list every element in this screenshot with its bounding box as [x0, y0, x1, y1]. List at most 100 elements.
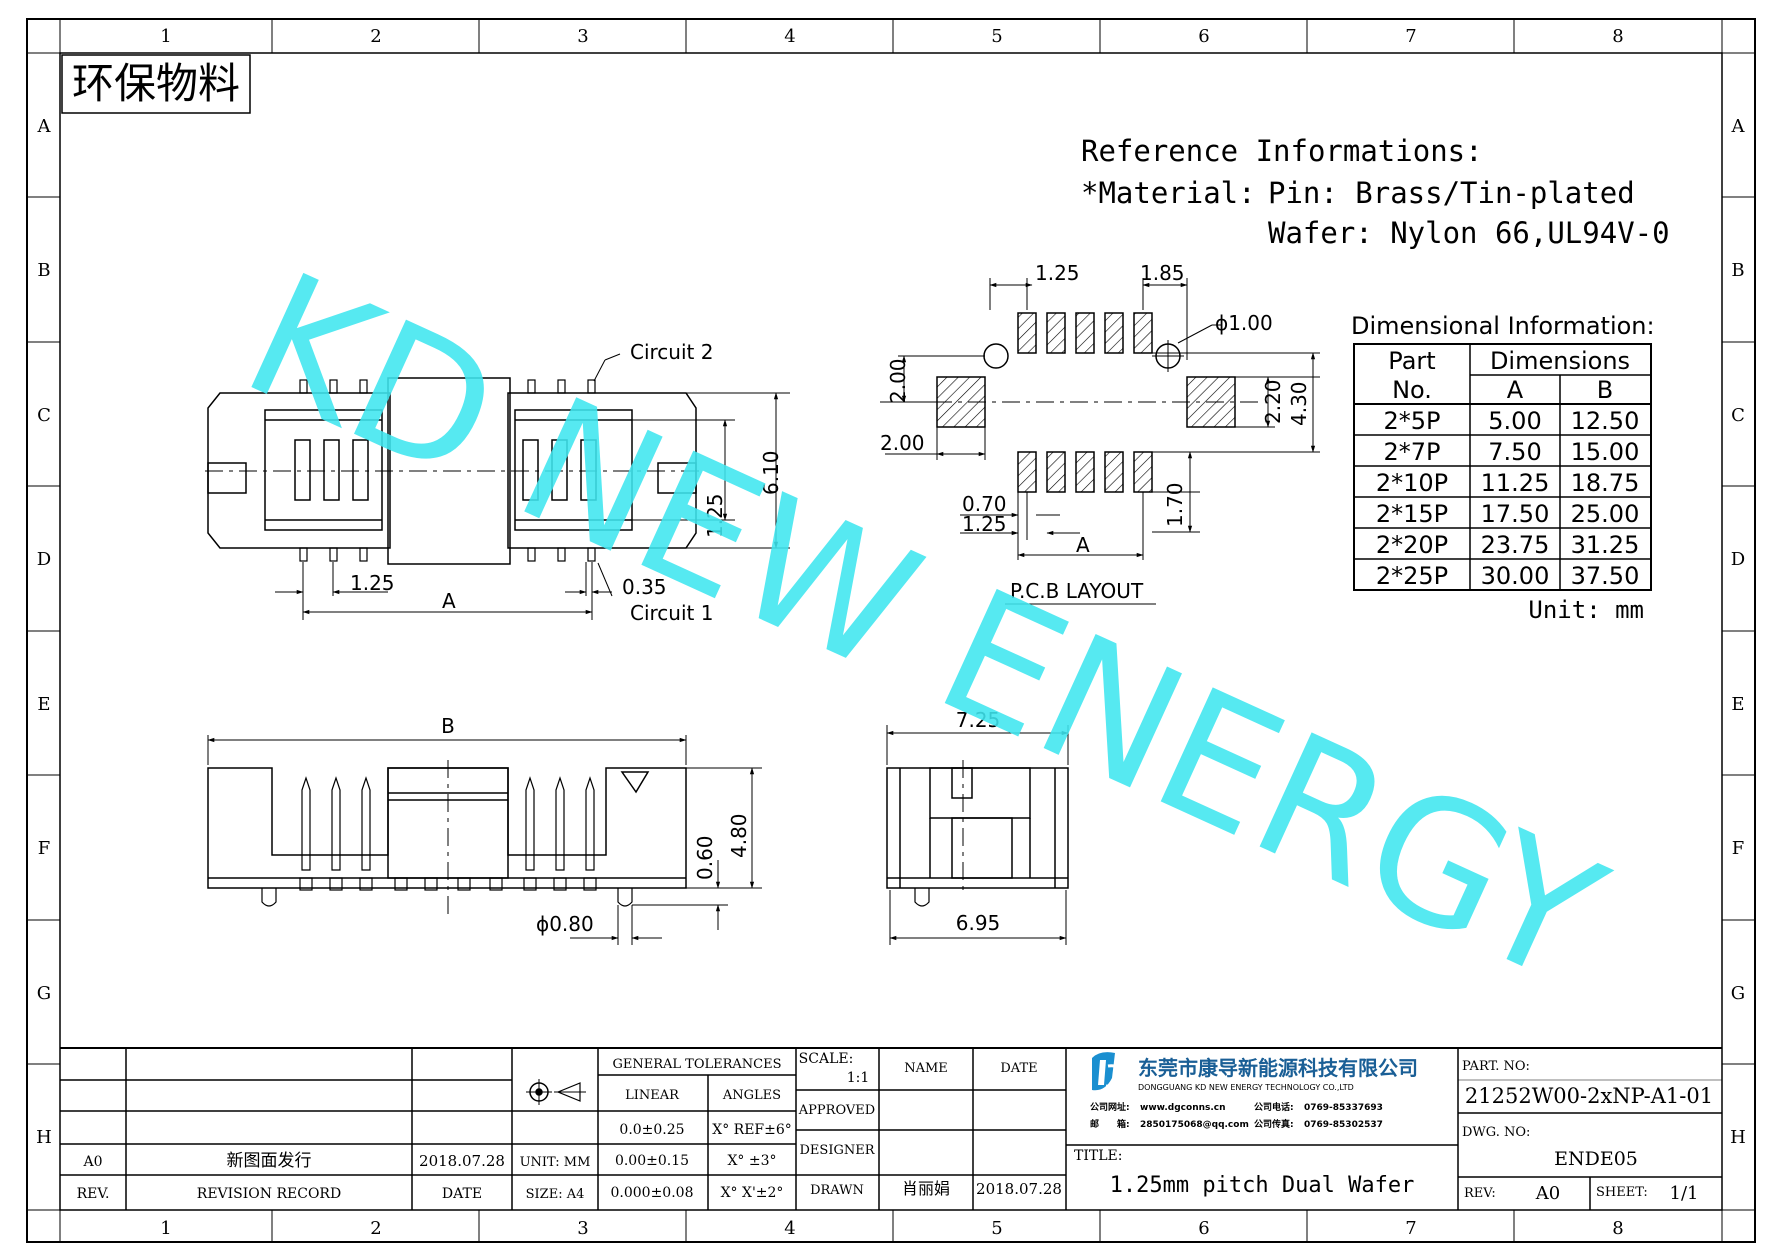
company-website: www.dgconns.cn: [1140, 1103, 1226, 1113]
side-dim-6-95: 6.95: [956, 911, 1001, 935]
date-label: DATE: [442, 1186, 482, 1202]
dim-table-header-part: Part: [1388, 347, 1435, 375]
pcb-dim-1-85: 1.85: [1140, 261, 1185, 285]
dim-table-part: 2*15P: [1376, 500, 1448, 528]
tolerance-linear-2: 0.00±0.15: [615, 1153, 689, 1169]
tolerance-angle-3: X° X'±2°: [721, 1185, 784, 1201]
col-label-5-bottom: 5: [991, 1218, 1002, 1239]
tolerance-angle-2: X° ±3°: [727, 1153, 776, 1169]
row-label-g: G: [37, 983, 51, 1004]
revision-record-label: REVISION RECORD: [197, 1186, 341, 1202]
row-label-b: B: [37, 260, 50, 281]
dim-table-part: 2*5P: [1383, 407, 1440, 435]
linear-label: LINEAR: [625, 1088, 680, 1103]
dim-table-header-no: No.: [1392, 376, 1432, 404]
side-view: [886, 760, 1069, 907]
mail-label: 邮 箱:: [1090, 1118, 1130, 1130]
pcb-dim-2-20: 2.20: [1261, 379, 1285, 424]
drawing-title: 1.25mm pitch Dual Wafer: [1110, 1173, 1415, 1198]
side-view-dims: [886, 725, 1069, 945]
top-view: [205, 377, 700, 565]
sheet-value: 1/1: [1670, 1183, 1699, 1204]
revision-value: A0: [1535, 1183, 1560, 1204]
web-label: 公司网址:: [1090, 1101, 1130, 1113]
pcb-dim-0-70: 0.70: [962, 492, 1007, 516]
col-label-4-bottom: 4: [784, 1218, 795, 1239]
front-dim-4-80: 4.80: [727, 813, 751, 858]
material-wafer: Wafer: Nylon 66,UL94V-0: [1268, 216, 1670, 250]
company-name-cn: 东莞市康导新能源科技有限公司: [1138, 1056, 1418, 1080]
drawn-by-name: 肖丽娟: [902, 1179, 950, 1198]
dim-table-a: 5.00: [1488, 407, 1541, 435]
dim-table-a: 17.50: [1481, 500, 1550, 528]
front-dim-hole: ϕ0.80: [536, 912, 594, 936]
col-label-2-bottom: 2: [370, 1218, 381, 1239]
dim-pitch-1-25: 1.25: [350, 571, 395, 595]
dim-table: [1353, 343, 1652, 591]
unit-mm: UNIT: MM: [520, 1155, 591, 1170]
stamp-box: [61, 54, 251, 114]
dim-table-b: 31.25: [1571, 531, 1640, 559]
fax-label: 公司传真:: [1254, 1118, 1294, 1130]
dwg-no-label: DWG. NO:: [1462, 1125, 1530, 1140]
rev-label-title: REV:: [1464, 1186, 1496, 1201]
col-label-6: 6: [1198, 26, 1209, 47]
drawn-label: DRAWN: [810, 1183, 864, 1198]
row-label-e-right: E: [1731, 694, 1744, 715]
front-view: [207, 760, 687, 920]
dim-table-b: 25.00: [1571, 500, 1640, 528]
col-label-1-bottom: 1: [160, 1218, 171, 1239]
col-label-8: 8: [1612, 26, 1623, 47]
col-label-3-bottom: 3: [577, 1218, 588, 1239]
row-label-e: E: [37, 694, 50, 715]
pcb-dim-2-00-vertical: 2.00: [886, 358, 910, 403]
scale-label: SCALE:: [799, 1051, 854, 1067]
dim-6-10: 6.10: [759, 450, 783, 495]
row-label-d: D: [37, 549, 51, 570]
dim-table-part: 2*20P: [1376, 531, 1448, 559]
pcb-dim-1-25: 1.25: [1035, 261, 1080, 285]
col-label-7-bottom: 7: [1405, 1218, 1416, 1239]
circuit-2-label: Circuit 2: [630, 340, 713, 364]
pcb-dim-hole: ϕ1.00: [1215, 311, 1273, 335]
front-dim-b: B: [441, 714, 455, 738]
eco-stamp: 环保物料: [72, 59, 240, 108]
dim-1-25-vertical: 1.25: [703, 493, 727, 538]
dim-table-b: 12.50: [1571, 407, 1640, 435]
scale-value: 1:1: [847, 1070, 870, 1086]
company-name-en: DONGGUANG KD NEW ENERGY TECHNOLOGY CO.,L…: [1138, 1083, 1354, 1092]
dim-table-b: 37.50: [1571, 562, 1640, 590]
dim-table-a: 11.25: [1481, 469, 1550, 497]
pcb-layout-caption: P.C.B LAYOUT: [1010, 579, 1144, 603]
dim-table-header-b: B: [1597, 376, 1613, 404]
company-phone: 0769-85337693: [1304, 1103, 1383, 1113]
col-label-7: 7: [1405, 26, 1416, 47]
row-label-b-right: B: [1731, 260, 1744, 281]
circuit-1-label: Circuit 1: [630, 601, 713, 625]
material-pin: Pin: Brass/Tin-plated: [1268, 176, 1635, 210]
top-view-dims: [275, 353, 790, 620]
row-label-g-right: G: [1731, 983, 1745, 1004]
company-fax: 0769-85302537: [1304, 1120, 1383, 1130]
dim-table-part: 2*25P: [1376, 562, 1448, 590]
tolerance-linear-1: 0.0±0.25: [619, 1122, 684, 1138]
name-column-label: NAME: [904, 1061, 948, 1076]
row-label-c-right: C: [1731, 405, 1745, 426]
size-a4: SIZE: A4: [526, 1187, 585, 1202]
pcb-dim-4-30: 4.30: [1287, 381, 1311, 426]
sheet-label: SHEET:: [1596, 1185, 1648, 1200]
dim-table-a: 30.00: [1481, 562, 1550, 590]
rev-label: REV.: [77, 1186, 110, 1202]
part-no-label: PART. NO:: [1462, 1059, 1530, 1074]
drawing-number: ENDE05: [1554, 1148, 1638, 1170]
col-label-4: 4: [784, 26, 795, 47]
designer-label: DESIGNER: [800, 1143, 876, 1158]
angles-label: ANGLES: [722, 1088, 781, 1103]
tolerance-angle-1: X° REF±6°: [712, 1122, 792, 1138]
col-label-3: 3: [577, 26, 588, 47]
col-label-5: 5: [991, 26, 1002, 47]
dim-table-b: 15.00: [1571, 438, 1640, 466]
date-column-label: DATE: [1000, 1061, 1037, 1076]
front-view-dims: [207, 735, 762, 945]
